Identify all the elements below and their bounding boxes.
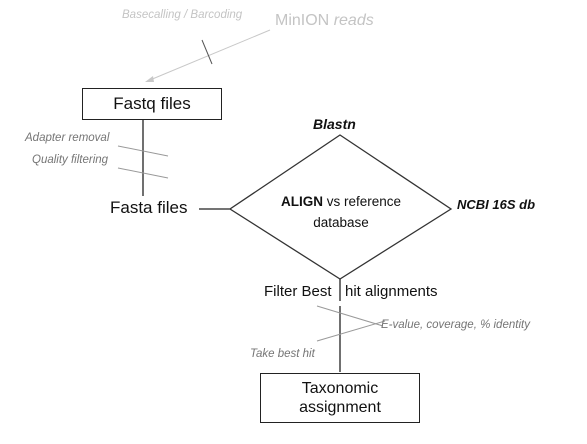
fasta-files-label: Fasta files (110, 198, 188, 217)
minion-label: MinION (275, 12, 330, 29)
align-line-2: database (313, 215, 369, 230)
align-rest: vs reference (326, 194, 402, 209)
hit-alignments-label: hit alignments (345, 283, 438, 300)
criteria-label: E-value, coverage, % identity (381, 319, 530, 331)
taxonomic-assignment-box: Taxonomic assignment (260, 373, 420, 423)
taxonomic-line-2: assignment (299, 399, 381, 416)
criteria-tick-1 (316, 305, 384, 327)
reads-to-fastq-arrow (149, 29, 271, 81)
adapter-removal-label: Adapter removal (25, 132, 110, 144)
take-best-hit-label: Take best hit (250, 348, 315, 360)
filter-best-label: Filter Best (264, 283, 332, 300)
quality-tick (117, 167, 169, 179)
taxonomic-line-1: Taxonomic (301, 380, 379, 397)
criteria-tick-2 (316, 320, 386, 342)
quality-filtering-label: Quality filtering (32, 154, 109, 166)
adapter-tick (117, 145, 169, 157)
reads-label: reads (333, 12, 374, 29)
basecalling-label: Basecalling / Barcoding (122, 9, 243, 21)
blastn-label: Blastn (313, 116, 356, 132)
arrow-head (145, 76, 154, 82)
ncbi-db-label: NCBI 16S db (457, 197, 536, 212)
align-keyword: ALIGN (280, 194, 323, 209)
basecalling-tick (201, 39, 213, 65)
minion-reads-label: MinION reads (275, 13, 374, 29)
fastq-files-box: Fastq files (82, 88, 222, 120)
align-line-1: ALIGN vs reference (280, 195, 402, 209)
